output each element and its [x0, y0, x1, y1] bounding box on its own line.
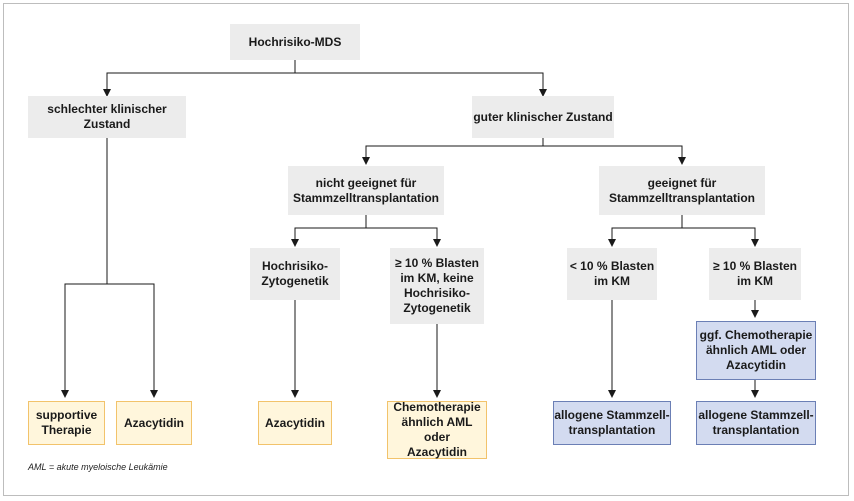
- edge-root-to-good: [295, 72, 547, 97]
- node-azacytidin-left: Azacytidin: [116, 401, 192, 445]
- node-azacytidin-mid: Azacytidin: [258, 401, 332, 445]
- node-good-condition: guter klinischer Zustand: [472, 96, 614, 138]
- node-blasts-lt10: < 10 % Blasten im KM: [567, 248, 657, 300]
- node-blasts-ge10: ≥ 10 % Blasten im KM: [709, 248, 801, 300]
- edge-good-to-eligible: [543, 145, 686, 165]
- node-root: Hochrisiko-MDS: [230, 24, 360, 60]
- node-bad-condition: schlechter klinischer Zustand: [28, 96, 186, 138]
- edge-bad-to-azacytidin: [107, 283, 158, 398]
- edge-noteligible-to-hr: [291, 215, 367, 247]
- node-allo-transplant-1: allogene Stammzell- transplantation: [553, 401, 671, 445]
- edge-good-to-not-eligible: [362, 138, 544, 165]
- edge-bad-to-supportive: [61, 138, 108, 398]
- node-chemo-aml: Chemotherapie ähnlich AML oder Azacytidi…: [387, 400, 487, 459]
- edge-eligible-to-ge10: [682, 227, 759, 247]
- node-allo-transplant-2: allogene Stammzell- transplantation: [696, 401, 816, 445]
- node-supportive-therapy: supportive Therapie: [28, 401, 105, 445]
- node-blasts-ge10-no-hr: ≥ 10 % Blasten im KM, keine Hochrisiko- …: [390, 248, 484, 324]
- node-not-eligible: nicht geeignet für Stammzelltransplantat…: [288, 166, 444, 215]
- edge-noteligible-to-blasts: [366, 227, 441, 247]
- edge-eligible-to-lt10: [608, 215, 683, 247]
- edge-root-to-bad: [103, 60, 296, 97]
- footnote: AML = akute myeloische Leukämie: [28, 462, 168, 472]
- node-hr-cytogenetics: Hochrisiko- Zytogenetik: [250, 248, 340, 300]
- node-chemo-optional: ggf. Chemotherapie ähnlich AML oder Azac…: [696, 321, 816, 380]
- node-eligible: geeignet für Stammzelltransplantation: [599, 166, 765, 215]
